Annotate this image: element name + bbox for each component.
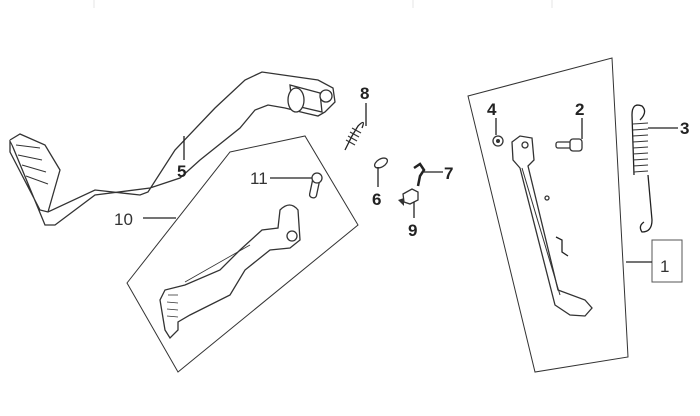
o-ring-part-6[interactable] [373, 156, 389, 170]
callout-5[interactable]: 5 [177, 162, 186, 181]
clip-part-7[interactable] [413, 162, 426, 187]
callout-3[interactable]: 3 [680, 119, 689, 138]
brake-pedal-part-5[interactable] [9, 71, 336, 226]
callout-9[interactable]: 9 [408, 221, 417, 240]
spring-part-3[interactable] [631, 104, 653, 233]
callout-10[interactable]: 10 [114, 210, 133, 229]
callout-7[interactable]: 7 [444, 164, 453, 183]
callout-8[interactable]: 8 [360, 84, 369, 103]
top-separators [93, 0, 553, 8]
callout-6[interactable]: 6 [372, 190, 381, 209]
group-box-1 [467, 57, 629, 373]
gear-lever-part-10[interactable] [159, 204, 301, 340]
kickstand-part-1[interactable] [511, 135, 593, 317]
spring-part-8[interactable] [344, 121, 364, 151]
callout-box-1 [651, 239, 683, 283]
pin-part-9[interactable] [398, 188, 419, 206]
group-box-10 [126, 135, 359, 373]
bolt-part-11[interactable] [308, 172, 323, 199]
bolt-part-2[interactable] [555, 138, 583, 152]
callout-11[interactable]: 11 [250, 169, 268, 188]
callout-2[interactable]: 2 [575, 100, 584, 119]
callout-1[interactable]: 1 [660, 257, 669, 276]
callout-4[interactable]: 4 [487, 100, 497, 119]
